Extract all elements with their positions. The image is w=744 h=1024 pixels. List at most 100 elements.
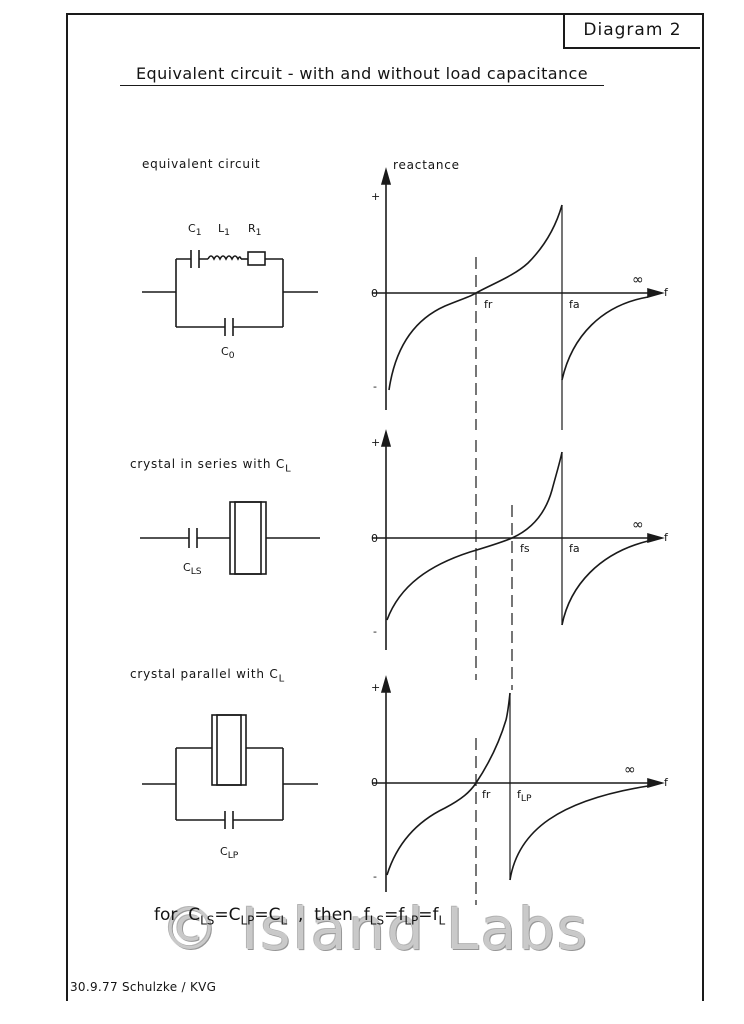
plot2-fs-label: fs — [520, 542, 530, 555]
component-label-r1: R1 — [248, 222, 261, 238]
flp-index: LP — [520, 793, 532, 805]
plot2-zero: 0 — [371, 532, 378, 545]
formula-l: L — [280, 913, 288, 928]
plot3-fr-label: fr — [482, 788, 491, 801]
c1-symbol: C — [188, 222, 196, 235]
section-label-parallel: crystal parallel with CL — [130, 667, 285, 684]
formula-then: then — [314, 905, 353, 925]
plot1-fr-label: fr — [484, 298, 493, 311]
formula-comma: , — [298, 905, 304, 925]
cls-symbol: C — [183, 561, 191, 574]
plot2-x-arrow — [647, 532, 665, 544]
formula-f2: f — [398, 905, 405, 925]
plot2-f-label: f — [664, 531, 668, 544]
parallel-label-text: crystal parallel with C — [130, 667, 279, 681]
formula-f3: f — [432, 905, 439, 925]
plot-3 — [372, 675, 665, 905]
watermark: © Island Labs — [160, 895, 590, 963]
l1-index: 1 — [224, 227, 230, 239]
diagram-label: Diagram 2 — [563, 13, 700, 49]
component-label-c0: C0 — [221, 345, 235, 361]
formula-eq3: = — [384, 905, 399, 925]
parallel-circuit-schematic — [142, 714, 318, 829]
formula-c1: C — [188, 905, 201, 925]
formula-c2: C — [228, 905, 241, 925]
plot2-curve-right — [561, 540, 649, 626]
circuit1-left-wires — [142, 258, 208, 327]
clp-symbol: C — [220, 845, 228, 858]
section-label-equivalent-circuit: equivalent circuit — [142, 157, 261, 171]
parallel-label-sub: L — [278, 673, 285, 685]
formula-flp: LP — [404, 913, 419, 928]
component-label-c1: C1 — [188, 222, 202, 238]
c0-index: 0 — [228, 350, 235, 362]
footer-signature: 30.9.77 Schulzke / KVG — [70, 980, 217, 994]
crystal-series-inner — [234, 501, 262, 575]
formula-c3: C — [268, 905, 281, 925]
page-title: Equivalent circuit - with and without lo… — [120, 64, 604, 86]
formula-fl: L — [438, 913, 446, 928]
reactance-label: reactance — [393, 158, 460, 172]
formula-lp: LP — [240, 913, 255, 928]
component-label-l1: L1 — [218, 222, 230, 238]
drawing-frame — [66, 13, 704, 1001]
c1-index: 1 — [195, 227, 202, 239]
plot3-curve-right — [509, 785, 649, 881]
formula: for CLS=CLP=CL , then fLS=fLP=fL — [154, 905, 445, 927]
resistor-r1 — [247, 251, 266, 266]
plot2-plus: + — [371, 436, 381, 449]
plot3-y-arrow — [380, 675, 392, 693]
plot3-flp-label: fLP — [517, 788, 532, 804]
capacitor-c0 — [224, 318, 234, 336]
l1-symbol: L — [218, 222, 225, 235]
plot-2 — [372, 429, 665, 690]
plot2-curve-left — [386, 451, 563, 621]
formula-fls: LS — [369, 913, 385, 928]
plot2-minus: - — [373, 625, 377, 638]
circuit3-wires — [142, 747, 318, 820]
cls-index: LS — [190, 566, 202, 578]
plot3-infinity: ∞ — [624, 762, 636, 778]
section-label-series: crystal in series with CL — [130, 457, 291, 474]
circuit1-right-wires — [265, 258, 318, 327]
plot3-curve-left — [386, 692, 511, 876]
formula-eq2: = — [254, 905, 269, 925]
clp-index: LP — [227, 850, 239, 862]
plot3-f-label: f — [664, 776, 668, 789]
formula-f1: f — [363, 905, 370, 925]
plot3-minus: - — [373, 870, 377, 883]
plot2-y-arrow — [380, 429, 392, 447]
crystal-parallel-inner — [216, 714, 242, 786]
formula-ls: LS — [200, 913, 215, 928]
component-label-cls: CLS — [183, 561, 202, 577]
plot1-plus: + — [371, 190, 381, 203]
capacitor-clp — [224, 811, 234, 829]
plot2-infinity: ∞ — [632, 517, 644, 533]
series-label-sub: L — [285, 463, 292, 475]
flp-symbol: f — [517, 788, 521, 801]
component-label-clp: CLP — [220, 845, 238, 861]
plot3-plus: + — [371, 681, 381, 694]
plot1-curve-right — [561, 296, 649, 381]
plot3-x-arrow — [647, 777, 665, 789]
r1-index: 1 — [255, 227, 262, 239]
r1-symbol: R — [248, 222, 256, 235]
inductor-l1 — [207, 255, 242, 261]
equivalent-circuit-schematic — [142, 250, 318, 336]
c0-symbol: C — [221, 345, 229, 358]
plot1-x-arrow — [647, 287, 665, 299]
capacitor-c1 — [190, 250, 200, 268]
plot1-fa-label: fa — [569, 298, 580, 311]
capacitor-cls — [188, 528, 198, 548]
plot1-y-arrow — [380, 167, 392, 185]
formula-for: for — [154, 905, 178, 925]
formula-eq4: = — [418, 905, 433, 925]
plot1-minus: - — [373, 380, 377, 393]
plot2-fa-label: fa — [569, 542, 580, 555]
series-label-text: crystal in series with C — [130, 457, 286, 471]
formula-eq1: = — [214, 905, 229, 925]
plot1-zero: 0 — [371, 287, 378, 300]
plot3-zero: 0 — [371, 776, 378, 789]
series-circuit-schematic — [140, 501, 320, 575]
